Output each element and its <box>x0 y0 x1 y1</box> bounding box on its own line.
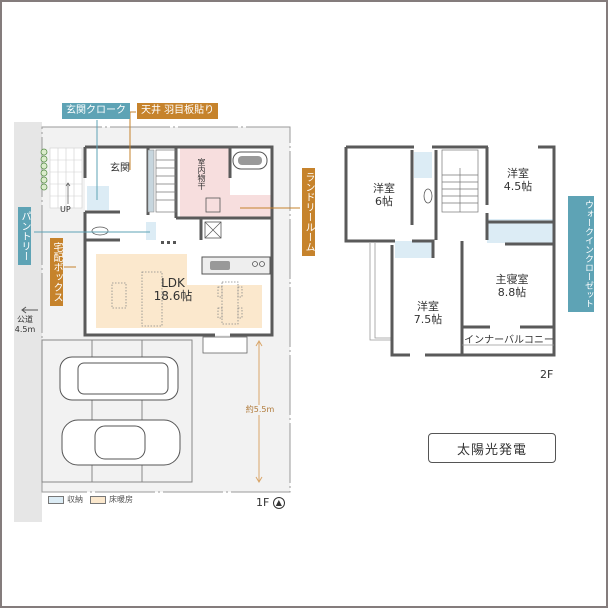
floor-label-2f: 2F <box>540 368 554 381</box>
room-master-bedroom: 主寝室 8.8帖 <box>495 273 529 299</box>
legend-floor-heating: 床暖房 <box>90 494 133 505</box>
callout-laundry-room: ランドリールーム <box>302 168 315 256</box>
furniture-1f <box>111 271 243 327</box>
shrubs <box>40 148 48 191</box>
callout-entrance-cloak: 玄関クローク <box>62 103 130 119</box>
callout-pantry: パントリー <box>18 207 31 265</box>
leaders-orange <box>64 111 300 268</box>
bathtub-hatch <box>238 156 262 165</box>
pantry-storage <box>146 222 156 240</box>
road-width-label: 公道 4.5m <box>14 315 36 334</box>
legend-floor-heating-label: 床暖房 <box>109 495 133 504</box>
approach-up-label: UP <box>60 205 71 214</box>
solar-power-label: 太陽光発電 <box>428 433 556 463</box>
walls-2f <box>344 145 556 357</box>
laundry-area <box>180 147 272 218</box>
room-entrance: 玄関 <box>110 163 130 174</box>
room-inner-balcony: インナーバルコニー <box>464 335 554 346</box>
room-western-7-5: 洋室 7.5帖 <box>413 300 443 326</box>
room-ldk: LDK 18.6帖 <box>153 276 193 303</box>
floor-heating-area <box>96 254 262 328</box>
callout-walk-in-closet: ウォークインクローゼット <box>568 196 594 312</box>
entrance-tiles <box>49 147 83 209</box>
room-indoor-drying: 室内物干 <box>197 158 206 190</box>
legend-floor-heating-swatch <box>90 495 106 504</box>
entrance-cloak-storage <box>87 186 109 210</box>
street-shade <box>14 122 42 522</box>
callout-ceiling-paneling: 天井 羽目板貼り <box>137 103 219 119</box>
dimension-label: 約5.5m <box>242 405 278 415</box>
floor-label-1f: 1F ▲ <box>256 496 285 509</box>
floor-1f-text: 1F <box>256 496 270 509</box>
stairs-2f <box>441 149 479 213</box>
legend-storage: 収納 <box>48 494 83 505</box>
cars <box>59 356 181 466</box>
north-compass-icon: ▲ <box>272 497 285 509</box>
callout-delivery-box: 宅配ボックス <box>50 238 63 306</box>
room-western-4-5: 洋室 4.5帖 <box>503 167 533 193</box>
legend-storage-swatch <box>48 495 64 504</box>
legend-storage-label: 収納 <box>67 495 83 504</box>
room-western-6: 洋室 6帖 <box>373 182 395 208</box>
stairs-1f <box>155 149 177 213</box>
